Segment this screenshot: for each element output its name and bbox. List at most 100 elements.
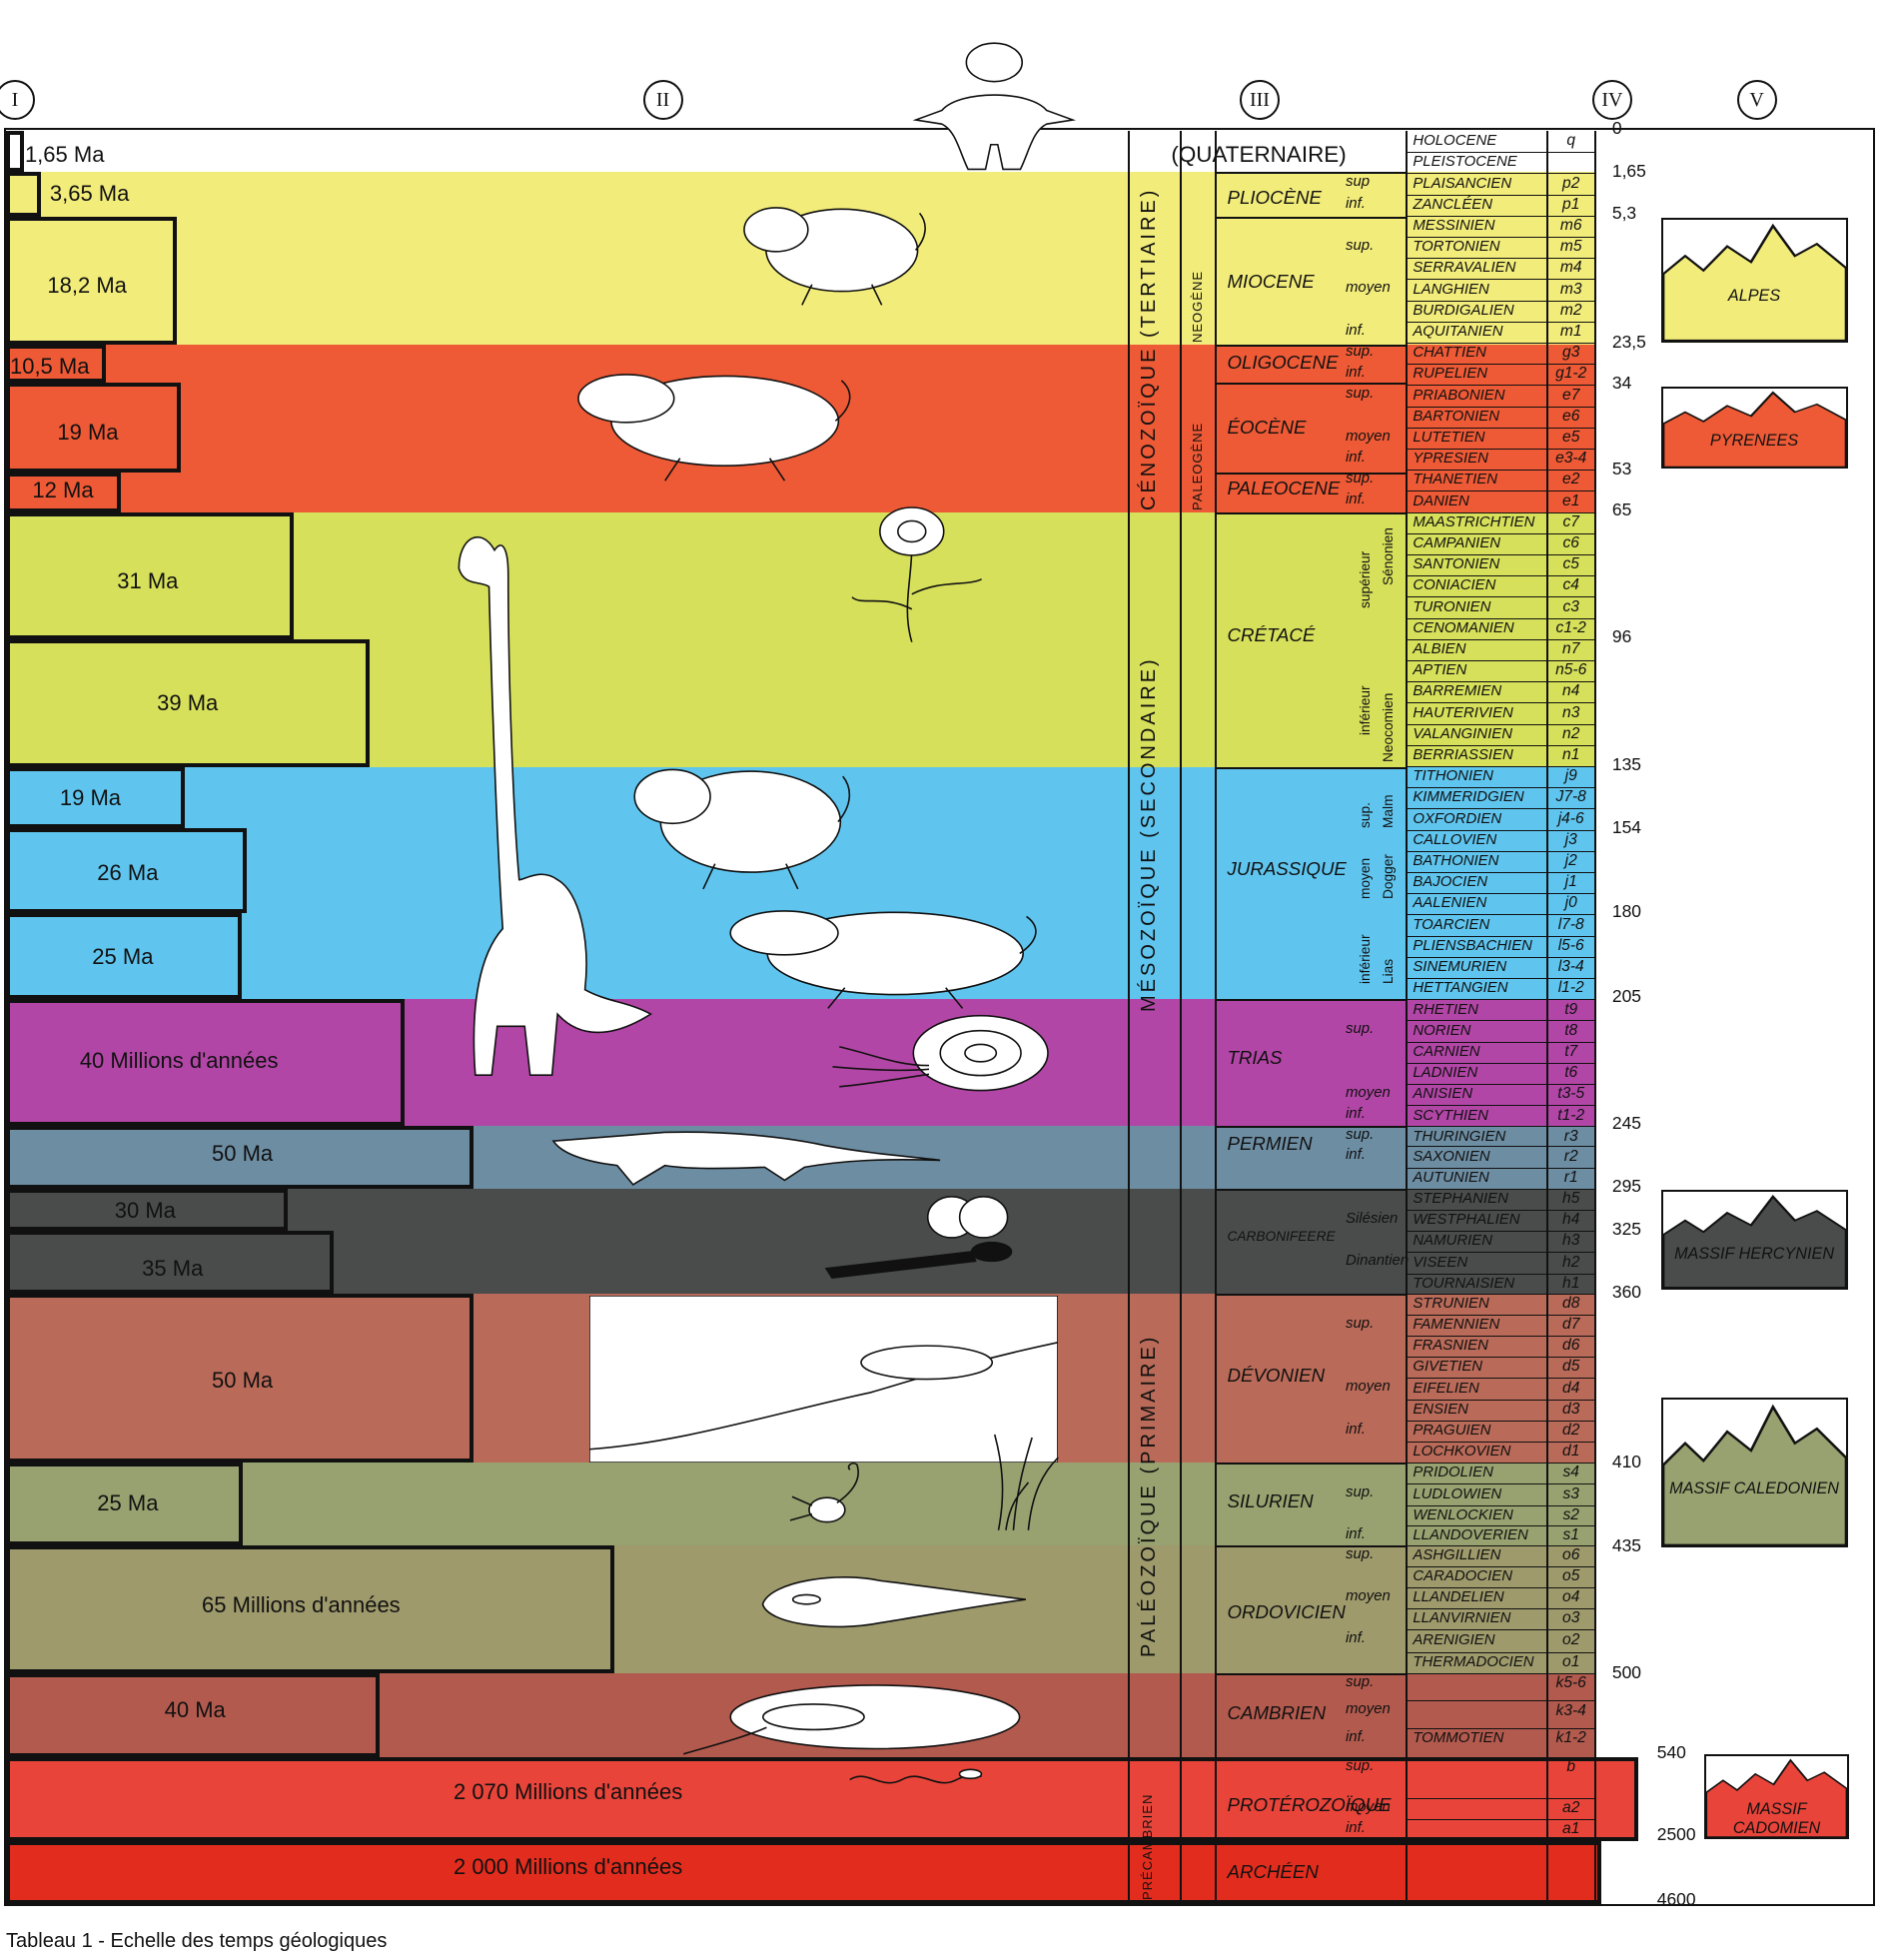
stage-rule xyxy=(1405,194,1595,196)
stage-code: p2 xyxy=(1562,174,1580,192)
orogeny-label: ALPES xyxy=(1727,286,1781,305)
stage-code: e3-4 xyxy=(1555,450,1587,468)
stage-rule xyxy=(1405,1378,1595,1380)
subdivision-label: inf. xyxy=(1345,1818,1366,1836)
stage-rule xyxy=(1405,1565,1595,1567)
stage-name: LADNIEN xyxy=(1413,1064,1478,1082)
duration-label: 40 Millions d'années xyxy=(79,1047,279,1073)
stage-code: o5 xyxy=(1562,1566,1580,1584)
stage-name: ANISIEN xyxy=(1413,1085,1473,1103)
stage-code: n3 xyxy=(1562,703,1580,721)
stage-rule xyxy=(1405,1672,1595,1674)
stage-code: n2 xyxy=(1562,724,1580,742)
system-rule xyxy=(1215,345,1406,348)
grid-vline xyxy=(1594,130,1597,1904)
scorpion-icon xyxy=(782,1458,882,1544)
subdivision-label: Silésien xyxy=(1345,1210,1399,1228)
stage-rule xyxy=(1405,766,1595,768)
system-label: ORDOVICIEN xyxy=(1227,1600,1346,1622)
system-label: SILURIEN xyxy=(1227,1489,1314,1511)
era-mesozoique: MÉSOZOÏQUE (SECONDAIRE) xyxy=(1137,656,1160,1012)
stage-rule xyxy=(1405,1105,1595,1107)
age-label: 4600 xyxy=(1656,1888,1696,1909)
stage-name: MAASTRICHTIEN xyxy=(1413,512,1535,530)
stage-rule xyxy=(1405,1020,1595,1022)
stage-code: k1-2 xyxy=(1555,1729,1586,1747)
system-label: JURASSIQUE xyxy=(1227,858,1347,880)
duration-bar xyxy=(6,1544,614,1673)
subgroup-label: Sénonien xyxy=(1380,527,1396,586)
age-label: 540 xyxy=(1656,1741,1686,1762)
stage-name: TITHONIEN xyxy=(1413,767,1493,785)
stage-name: WENLOCKIEN xyxy=(1413,1505,1513,1523)
stage-code: n1 xyxy=(1562,746,1580,764)
duration-label: 10,5 Ma xyxy=(9,354,90,380)
stage-rule xyxy=(1405,935,1595,937)
duration-bar xyxy=(6,1293,473,1464)
stage-code: c7 xyxy=(1562,512,1579,530)
dinosaur-icon xyxy=(399,513,672,1124)
system-label: CARBONIFEERE xyxy=(1227,1228,1336,1244)
subdivision-label: inf. xyxy=(1345,490,1366,508)
subdivision-label: inf. xyxy=(1345,194,1366,212)
duration-bar xyxy=(6,1463,244,1545)
stage-name: LANGHIEN xyxy=(1413,280,1489,298)
grid-vline xyxy=(1405,130,1408,1904)
stage-code: n7 xyxy=(1562,640,1580,658)
stage-rule xyxy=(1405,829,1595,831)
stage-code: c3 xyxy=(1562,597,1579,615)
stage-code: d3 xyxy=(1562,1400,1580,1418)
system-rule xyxy=(1215,511,1406,514)
system-rule xyxy=(1215,1672,1406,1675)
rodent-icon xyxy=(560,339,859,489)
era-cenozoique: CÉNOZOÏQUE (TERTIAIRE) xyxy=(1137,187,1160,511)
stage-rule xyxy=(1405,893,1595,895)
system-rule xyxy=(1215,1756,1406,1759)
system-label: CRÉTACÉ xyxy=(1227,623,1316,645)
stage-name: BARREMIEN xyxy=(1413,682,1502,700)
stage-name: CAMPANIEN xyxy=(1413,534,1501,552)
stage-name: AQUITANIEN xyxy=(1413,323,1503,341)
duration-label: 25 Ma xyxy=(92,944,154,970)
column-label-ii: II xyxy=(642,79,683,120)
system-label: CAMBRIEN xyxy=(1227,1701,1327,1723)
stage-code: e5 xyxy=(1562,429,1580,447)
duration-label: 12 Ma xyxy=(32,477,94,502)
age-label: 23,5 xyxy=(1611,331,1646,352)
stage-code: b xyxy=(1566,1757,1576,1775)
stage-rule xyxy=(1405,1273,1595,1275)
orogeny-label: MASSIF HERCYNIEN xyxy=(1674,1244,1835,1263)
subdivision-label: sup. xyxy=(1345,1483,1375,1501)
stage-rule xyxy=(1405,385,1595,387)
stage-name: SAXONIEN xyxy=(1413,1147,1490,1165)
stage-code: j9 xyxy=(1564,767,1577,785)
duration-label: 19 Ma xyxy=(59,784,122,810)
stage-name: THERMADOCIEN xyxy=(1413,1653,1534,1671)
stage-name: SERRAVALIEN xyxy=(1413,259,1516,277)
duration-bar xyxy=(6,1756,1639,1842)
stage-code: l7-8 xyxy=(1557,915,1584,933)
duration-bar xyxy=(6,382,181,473)
era-precambrien: PRÉCAMBRIEN xyxy=(1140,1793,1156,1900)
amphibian-scene-icon xyxy=(588,1296,1058,1464)
stage-code: c5 xyxy=(1562,555,1579,573)
stage-name: THURINGIEN xyxy=(1413,1127,1506,1145)
outer-frame xyxy=(3,128,1876,1907)
stage-code: p1 xyxy=(1562,195,1580,213)
orogeny-label: MASSIF CADOMIEN xyxy=(1732,1800,1821,1838)
stage-rule xyxy=(1405,1818,1595,1820)
duration-bar xyxy=(6,767,185,829)
band-silurian xyxy=(6,1463,1595,1545)
stage-rule xyxy=(1405,1608,1595,1610)
duration-label: 1,65 Ma xyxy=(24,142,105,168)
stage-code: a2 xyxy=(1562,1798,1580,1816)
stage-name: STEPHANIEN xyxy=(1413,1190,1508,1208)
stage-name: TOARCIEN xyxy=(1413,915,1490,933)
stage-rule xyxy=(1405,617,1595,619)
stage-name: RHETIEN xyxy=(1413,1000,1478,1018)
stage-rule xyxy=(1405,1062,1595,1064)
era-neogene: NEOGÈNE xyxy=(1190,270,1206,343)
age-label: 135 xyxy=(1611,753,1641,774)
age-label: 295 xyxy=(1611,1176,1641,1197)
stage-rule xyxy=(1405,1483,1595,1485)
